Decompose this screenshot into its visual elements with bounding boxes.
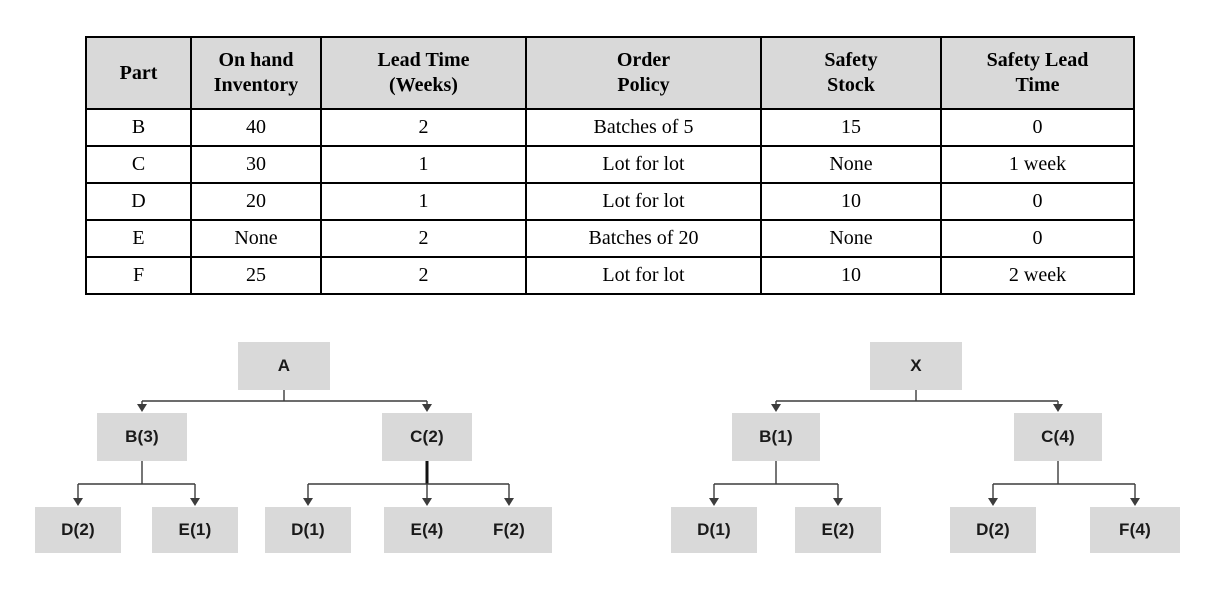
table-cell: Lot for lot xyxy=(525,182,762,221)
table-cell: B xyxy=(85,108,192,147)
table-cell: None xyxy=(760,219,942,258)
table-cell: Lot for lot xyxy=(525,145,762,184)
table-cell: 2 week xyxy=(940,256,1135,295)
table-cell: 2 xyxy=(320,256,527,295)
tree-x-node-c4: C(4) xyxy=(1014,413,1102,461)
tree-a-node-e1: E(1) xyxy=(152,507,238,553)
table-cell: E xyxy=(85,219,192,258)
table-cell: 1 xyxy=(320,182,527,221)
tree-a-node-d1: D(1) xyxy=(265,507,351,553)
col-header-on-hand-inventory: On hand Inventory xyxy=(190,36,322,110)
table-cell: 0 xyxy=(940,108,1135,147)
table-cell: 2 xyxy=(320,108,527,147)
tree-x-node-b1: B(1) xyxy=(732,413,820,461)
table-cell: 20 xyxy=(190,182,322,221)
table-cell: 0 xyxy=(940,219,1135,258)
tree-x-node-d2: D(2) xyxy=(950,507,1036,553)
tree-a-node-b3: B(3) xyxy=(97,413,187,461)
table-cell: 1 week xyxy=(940,145,1135,184)
table-cell: 10 xyxy=(760,256,942,295)
tree-x-node-f4: F(4) xyxy=(1090,507,1180,553)
table-cell: Lot for lot xyxy=(525,256,762,295)
table-cell: Batches of 20 xyxy=(525,219,762,258)
tree-a-node-f2: F(2) xyxy=(466,507,552,553)
table-cell: 40 xyxy=(190,108,322,147)
col-header-order-policy: Order Policy xyxy=(525,36,762,110)
tree-a-node-e4: E(4) xyxy=(384,507,470,553)
table-cell: 25 xyxy=(190,256,322,295)
tree-a-node-c2: C(2) xyxy=(382,413,472,461)
tree-x-node-e2: E(2) xyxy=(795,507,881,553)
tree-x-node-d1: D(1) xyxy=(671,507,757,553)
table-cell: 1 xyxy=(320,145,527,184)
table-cell: 30 xyxy=(190,145,322,184)
table-cell: 0 xyxy=(940,182,1135,221)
table-cell: 15 xyxy=(760,108,942,147)
parts-table: Part On hand Inventory Lead Time (Weeks)… xyxy=(85,36,1135,295)
table-cell: D xyxy=(85,182,192,221)
table-cell: None xyxy=(760,145,942,184)
table-cell: None xyxy=(190,219,322,258)
tree-a-node-d2: D(2) xyxy=(35,507,121,553)
tree-a-node-a: A xyxy=(238,342,330,390)
table-cell: C xyxy=(85,145,192,184)
col-header-lead-time: Lead Time (Weeks) xyxy=(320,36,527,110)
table-cell: 2 xyxy=(320,219,527,258)
table-header-row: Part On hand Inventory Lead Time (Weeks)… xyxy=(85,36,1135,110)
col-header-part: Part xyxy=(85,36,192,110)
col-header-safety-lead-time: Safety Lead Time xyxy=(940,36,1135,110)
table-cell: Batches of 5 xyxy=(525,108,762,147)
tree-x-node-x: X xyxy=(870,342,962,390)
table-cell: 10 xyxy=(760,182,942,221)
table-cell: F xyxy=(85,256,192,295)
col-header-safety-stock: Safety Stock xyxy=(760,36,942,110)
